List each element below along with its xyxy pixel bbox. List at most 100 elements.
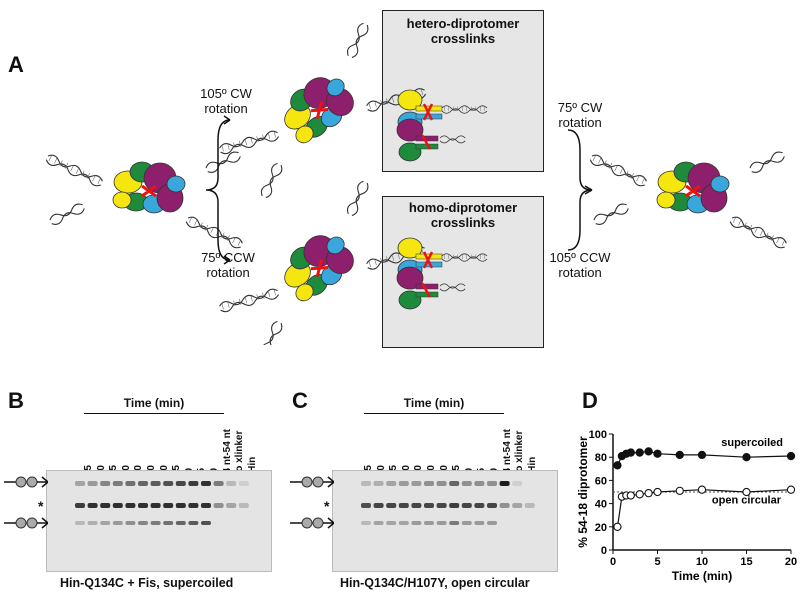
data-point: [653, 449, 662, 458]
panel-c-time-rule: [364, 413, 504, 414]
gel-band: [512, 503, 523, 508]
gel-band: [188, 521, 199, 525]
panel-d-chart: % 54-18 diprotomer Time (min) 0204060801…: [576, 429, 797, 583]
panel-b-top-band-marker: [4, 474, 50, 495]
gel-band: [361, 503, 371, 508]
gel-band: [75, 481, 85, 486]
gel-band: [112, 481, 123, 486]
gel-band: [474, 481, 485, 486]
gel-band: [75, 503, 85, 508]
gel-band: [461, 481, 472, 486]
gel-band: [361, 521, 371, 525]
y-axis-label: % 54-18 diprotomer: [576, 436, 590, 548]
gel-band: [424, 481, 434, 486]
data-point: [635, 490, 644, 499]
gel-band: [461, 503, 472, 508]
gel-band: [201, 481, 211, 486]
gel-band: [125, 503, 136, 508]
y-tick-label: 80: [595, 452, 607, 464]
panel-b-bottom-band-marker: [4, 515, 50, 536]
x-tick-label: 0: [610, 556, 616, 568]
gel-band: [100, 521, 111, 525]
panel-b-caption: Hin-Q134C + Fis, supercoiled: [60, 576, 234, 590]
gel-band: [398, 521, 409, 525]
gel-band: [138, 481, 148, 486]
gel-band: [386, 521, 397, 525]
gel-band: [373, 521, 384, 525]
data-point: [644, 489, 653, 498]
panel-a-schematic: [0, 0, 800, 345]
panel-b-time-rule: [84, 413, 224, 414]
gel-band: [411, 481, 422, 486]
gel-band: [138, 521, 148, 525]
gel-band: [436, 521, 447, 525]
gel-band: [100, 481, 111, 486]
gel-band: [226, 503, 237, 508]
gel-band: [398, 503, 409, 508]
gel-band: [361, 481, 371, 486]
gel-band: [112, 503, 123, 508]
gel-band: [461, 521, 472, 525]
panel-letter-c: C: [292, 388, 308, 413]
gel-band: [499, 503, 510, 508]
gel-band: [112, 521, 123, 525]
gel-band: [487, 503, 497, 508]
gel-band: [150, 481, 161, 486]
panel-letter-d: D: [582, 388, 598, 413]
gel-band: [373, 481, 384, 486]
gel-band: [449, 521, 460, 525]
data-point: [653, 487, 662, 497]
data-point: [675, 486, 684, 495]
gel-band: [411, 503, 422, 508]
panel-c-star: *: [324, 498, 330, 514]
panel-c-time-header: Time (min): [403, 396, 465, 410]
gel-band: [487, 481, 497, 486]
gel-band: [163, 521, 174, 525]
gel-band: [87, 503, 98, 508]
data-point: [786, 485, 796, 494]
x-tick-label: 10: [696, 556, 708, 568]
data-point: [786, 451, 796, 461]
data-point: [644, 447, 653, 456]
series-label: open circular: [712, 495, 782, 507]
gel-band: [424, 503, 434, 508]
gel-band: [87, 481, 98, 486]
data-point: [675, 450, 684, 460]
x-axis-label: Time (min): [672, 569, 732, 583]
gel-band: [436, 503, 447, 508]
gel-band: [487, 521, 497, 525]
gel-band: [474, 503, 485, 508]
x-tick-label: 5: [654, 556, 660, 568]
gel-band: [201, 503, 211, 508]
y-tick-label: 20: [595, 522, 607, 534]
gel-band: [386, 503, 397, 508]
data-point: [613, 522, 622, 531]
gel-band: [436, 481, 447, 486]
gel-band: [150, 503, 161, 508]
gel-band: [398, 481, 409, 486]
gel-band: [238, 481, 249, 486]
data-point: [626, 448, 635, 457]
panel-b-gel: [46, 470, 272, 572]
gel-band: [138, 503, 148, 508]
data-point: [697, 485, 707, 494]
series-label: supercoiled: [721, 437, 783, 449]
gel-band: [449, 503, 460, 508]
gel-band: [524, 503, 535, 508]
gel-band: [449, 481, 460, 486]
gel-band: [175, 503, 186, 508]
panel-c-bottom-band-marker: [290, 515, 336, 536]
gel-band: [87, 521, 98, 525]
gel-band: [411, 521, 422, 525]
data-point: [613, 461, 622, 470]
gel-band: [213, 503, 224, 508]
gel-band: [213, 481, 224, 486]
gel-band: [386, 481, 397, 486]
x-tick-label: 20: [785, 556, 797, 568]
y-tick-label: 100: [589, 429, 607, 441]
gel-band: [163, 503, 174, 508]
